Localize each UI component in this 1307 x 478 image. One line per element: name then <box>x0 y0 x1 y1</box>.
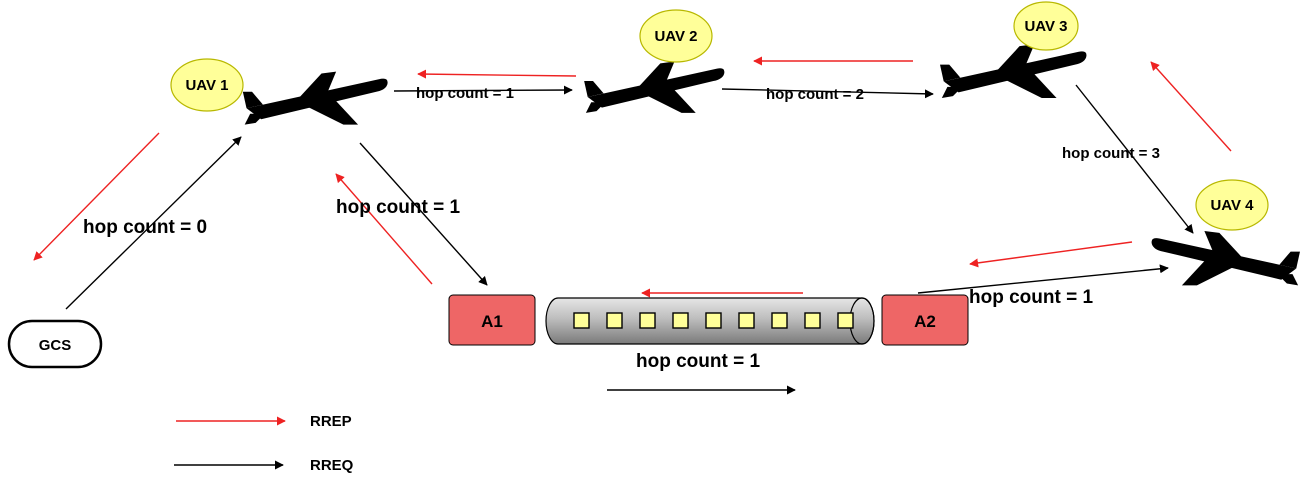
edge-label-uav1-a1: hop count = 1 <box>336 197 460 218</box>
rreq-a2-uav4-arrow <box>917 264 1169 294</box>
uav4-badge: UAV 4 <box>1195 179 1269 231</box>
a2-label: A2 <box>914 312 936 331</box>
rrep-uav4-uav3-arrow <box>1150 61 1232 152</box>
uav4-label: UAV 4 <box>1210 197 1254 214</box>
gcs-node: GCS <box>7 319 103 369</box>
a1-router: A1 <box>448 294 536 346</box>
edge-label-a2-uav4: hop count = 1 <box>969 287 1093 308</box>
a2-router: A2 <box>881 294 969 346</box>
uav2-plane-icon <box>584 61 725 113</box>
rreq-uav2-uav3-arrow <box>721 88 934 99</box>
uav1-plane-icon <box>242 71 388 125</box>
packet-square <box>771 312 788 329</box>
edge-label-uav2-uav3: hop count = 2 <box>766 86 864 103</box>
edge-label-gcs-uav1: hop count = 0 <box>83 217 207 238</box>
rreq-gcs-uav1-arrow <box>65 136 242 310</box>
uav3-badge: UAV 3 <box>1013 1 1079 51</box>
uav3-plane-icon <box>940 44 1087 98</box>
packet-square <box>639 312 656 329</box>
uav2-badge: UAV 2 <box>639 9 713 63</box>
edge-label-uav1-uav2: hop count = 1 <box>416 85 514 102</box>
packet-square <box>573 312 590 329</box>
rrep-uav4-a2-arrow <box>969 241 1133 268</box>
rreq-uav1-uav2-arrow <box>393 85 573 95</box>
packet-square <box>672 312 689 329</box>
edge-label-uav3-uav4: hop count = 3 <box>1062 145 1160 162</box>
rrep-uav1-gcs-arrow <box>33 132 160 261</box>
edge-label-a1-a2: hop count = 1 <box>636 351 760 372</box>
rrep-uav2-uav1-arrow <box>417 69 577 79</box>
packet-square <box>738 312 755 329</box>
a1-label: A1 <box>481 312 503 331</box>
uav2-label: UAV 2 <box>654 28 697 45</box>
rreq-uav3-uav4-arrow <box>1075 84 1194 234</box>
tunnel-link <box>545 297 875 345</box>
uav1-badge: UAV 1 <box>170 58 244 112</box>
packet-square <box>804 312 821 329</box>
legend: RREP RREQ <box>174 413 354 474</box>
packet-square <box>606 312 623 329</box>
packet-square <box>705 312 722 329</box>
gcs-label: GCS <box>39 337 72 354</box>
rreq-uav1-a1-arrow <box>359 142 488 286</box>
packet-square <box>837 312 854 329</box>
uav4-plane-icon <box>1151 230 1300 286</box>
uav3-label: UAV 3 <box>1024 18 1067 35</box>
rrep-a1-uav1-arrow <box>335 173 433 285</box>
uav1-label: UAV 1 <box>185 77 228 94</box>
legend-rrep-label: RREP <box>310 413 352 430</box>
packet-queue <box>573 312 854 329</box>
legend-rreq-label: RREQ <box>310 457 354 474</box>
